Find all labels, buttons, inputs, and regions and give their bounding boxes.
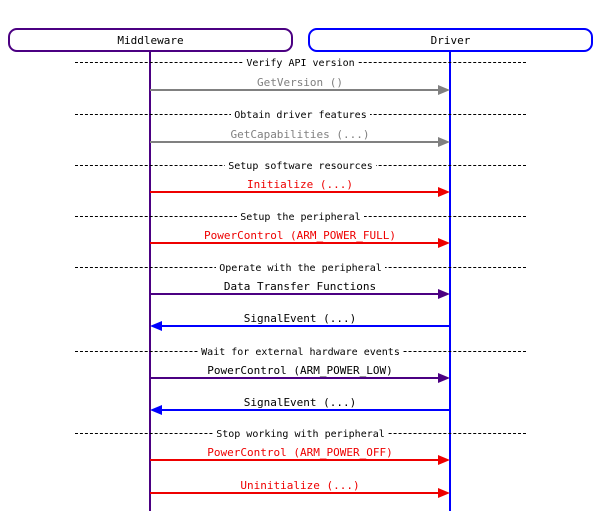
message-arrow-powercontrol-full (150, 238, 450, 248)
divider-label: Wait for external hardware events (198, 346, 403, 358)
message-label-signalevent-1: SignalEvent (...) (243, 312, 357, 325)
message-arrow-signalevent-2 (150, 405, 450, 415)
lifeline-middleware (149, 52, 151, 511)
divider-label: Setup the peripheral (237, 211, 364, 223)
message-label-uninitialize: Uninitialize (...) (240, 479, 360, 492)
actor-driver: Driver (308, 28, 593, 52)
divider-label: Verify API version (243, 57, 358, 69)
divider-label: Operate with the peripheral (216, 262, 385, 274)
divider-label: Obtain driver features (231, 109, 370, 121)
divider-label: Stop working with peripheral (213, 428, 388, 440)
message-label-initialize: Initialize (...) (247, 178, 353, 191)
divider-label: Setup software resources (225, 160, 376, 172)
message-arrow-powercontrol-off (150, 455, 450, 465)
message-arrow-initialize (150, 187, 450, 197)
actor-driver-label: Driver (430, 33, 471, 47)
message-arrow-powercontrol-low (150, 373, 450, 383)
divider-verify-api-version: Verify API version (75, 56, 526, 70)
message-label-signalevent-2: SignalEvent (...) (243, 396, 357, 409)
message-label-powercontrol-low: PowerControl (ARM_POWER_LOW) (207, 364, 393, 377)
lifeline-driver (449, 52, 451, 511)
message-arrow-data-transfer (150, 289, 450, 299)
message-label-powercontrol-off: PowerControl (ARM_POWER_OFF) (207, 446, 393, 459)
message-arrow-getcapabilities (150, 137, 450, 147)
divider-obtain-driver-features: Obtain driver features (75, 108, 526, 122)
message-label-powercontrol-full: PowerControl (ARM_POWER_FULL) (203, 229, 397, 242)
message-label-data-transfer: Data Transfer Functions (223, 280, 377, 293)
message-label-getversion: GetVersion () (256, 76, 344, 89)
divider-wait-for-external-hardware-events: Wait for external hardware events (75, 345, 526, 359)
actor-middleware-label: Middleware (117, 33, 184, 47)
actor-middleware: Middleware (8, 28, 293, 52)
message-arrow-signalevent-1 (150, 321, 450, 331)
message-arrow-getversion (150, 85, 450, 95)
divider-setup-software-resources: Setup software resources (75, 159, 526, 173)
message-label-getcapabilities: GetCapabilities (...) (230, 128, 370, 141)
divider-stop-working-with-peripheral: Stop working with peripheral (75, 427, 526, 441)
divider-setup-the-peripheral: Setup the peripheral (75, 210, 526, 224)
divider-operate-with-the-peripheral: Operate with the peripheral (75, 261, 526, 275)
message-arrow-uninitialize (150, 488, 450, 498)
